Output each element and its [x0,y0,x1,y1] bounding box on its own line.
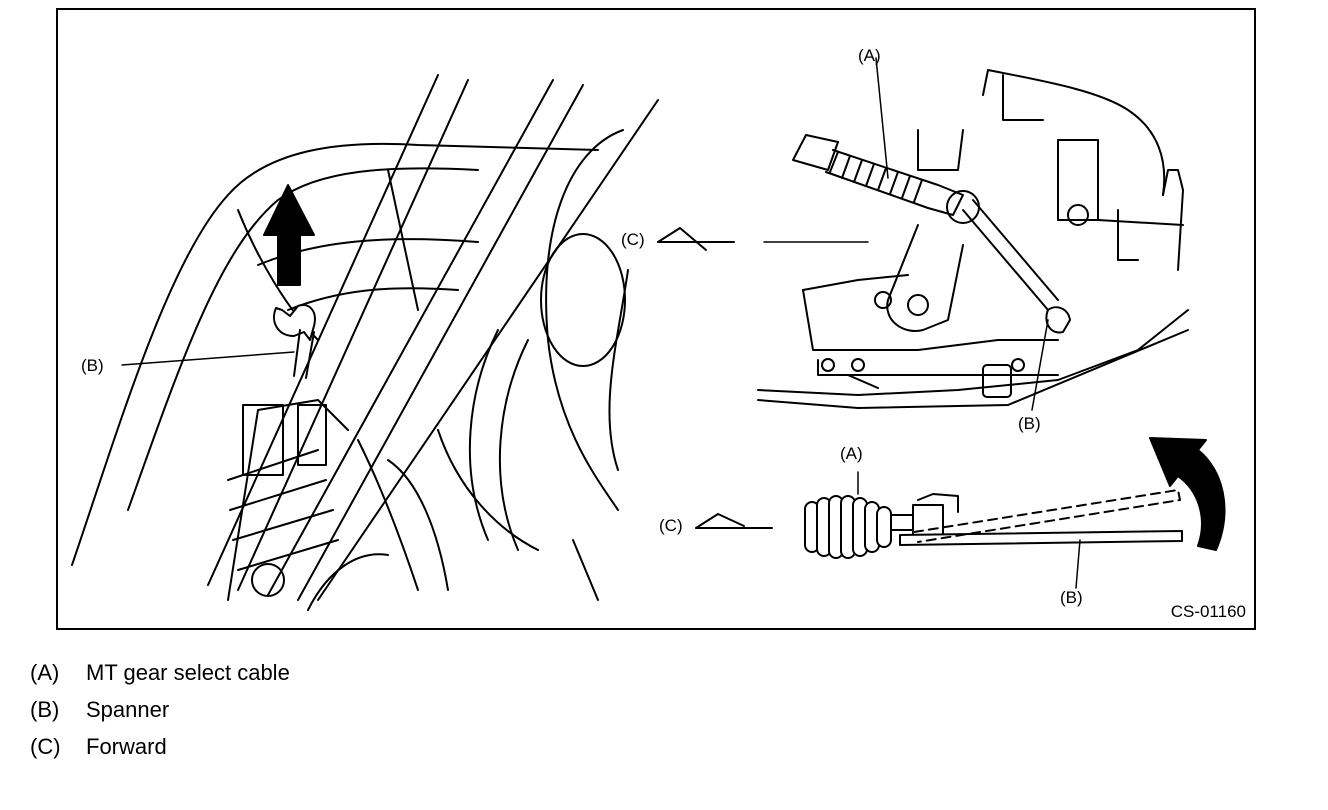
callout-top-c: (C) [621,230,645,249]
figure-id: CS-01160 [1170,602,1246,621]
spanner-bar-dashed [913,489,1181,543]
callout-top-b: (B) [1018,414,1041,433]
long-bar [207,74,439,586]
callout-bottom-a: (A) [840,444,863,463]
cable-a-top [792,134,839,171]
legend-key: (A) [30,660,60,685]
legend-text: Forward [86,734,167,759]
transmission-housing [982,69,1166,196]
up-arrow [263,184,315,286]
spanner-b-left [273,304,316,341]
legend-key: (C) [30,734,61,759]
illustration-frame: (B) (A) (C) (B) (A) (C) (B) CS-01160 [56,8,1256,630]
legend-item: (C) Forward [30,734,290,771]
round-housing [545,129,624,511]
legend-key: (B) [30,697,60,722]
legend-item: (B) Spanner [30,697,290,734]
cable-a-bottom [804,493,959,559]
legend: (A) MT gear select cable (B) Spanner (C)… [30,660,290,771]
leader-left-b [121,351,295,366]
bottom-right-view [695,437,1226,589]
legend-text: Spanner [86,697,170,722]
rotation-arrow [1149,437,1226,551]
spanner-b-top [1045,306,1071,334]
callout-left-b: (B) [81,356,104,375]
leader-top-a [875,57,889,179]
top-right-view [657,57,1189,411]
diagram-drawing [71,57,1226,611]
callout-top-a: (A) [858,46,881,65]
legend-item: (A) MT gear select cable [30,660,290,697]
spanner-bar-solid [899,530,1183,546]
body-contour [71,142,599,566]
leader-top-b [1031,319,1049,411]
legend-text: MT gear select cable [86,660,290,685]
leader-bottom-b [1075,539,1081,589]
callout-bottom-c: (C) [659,516,683,535]
callout-bottom-b: (B) [1060,588,1083,607]
left-view [71,74,659,611]
forward-symbol-top [657,227,707,251]
selector-lever [886,224,964,332]
forward-symbol-bottom [695,513,745,529]
